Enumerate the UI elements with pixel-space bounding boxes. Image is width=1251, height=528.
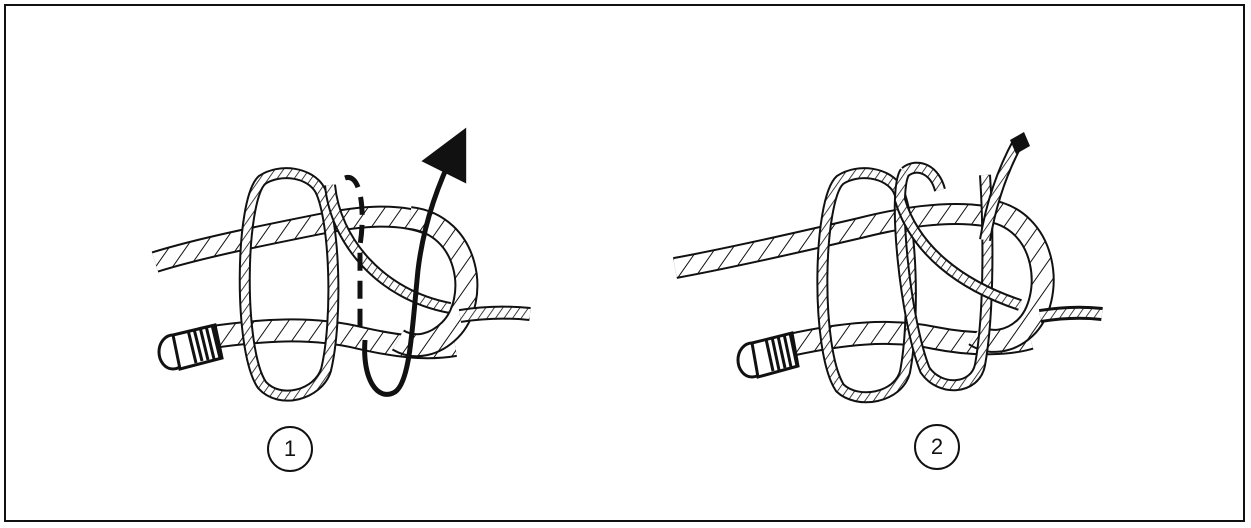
rope-knot-step-1-illustration — [155, 150, 530, 396]
step-number-label: 2 — [931, 434, 943, 460]
rope-knot-step-2-illustration — [675, 132, 1102, 397]
rope-end-2 — [738, 333, 798, 377]
step-number-label: 1 — [284, 436, 296, 462]
thin-line-loop — [245, 173, 334, 395]
step-number-badge: 1 — [267, 426, 313, 472]
rope-end — [159, 325, 222, 369]
step-number-badge: 2 — [914, 424, 960, 470]
standing-rope — [155, 217, 430, 262]
round-turn — [398, 218, 466, 345]
rope-tail-2 — [1040, 313, 1102, 316]
rope-tail — [460, 313, 530, 316]
